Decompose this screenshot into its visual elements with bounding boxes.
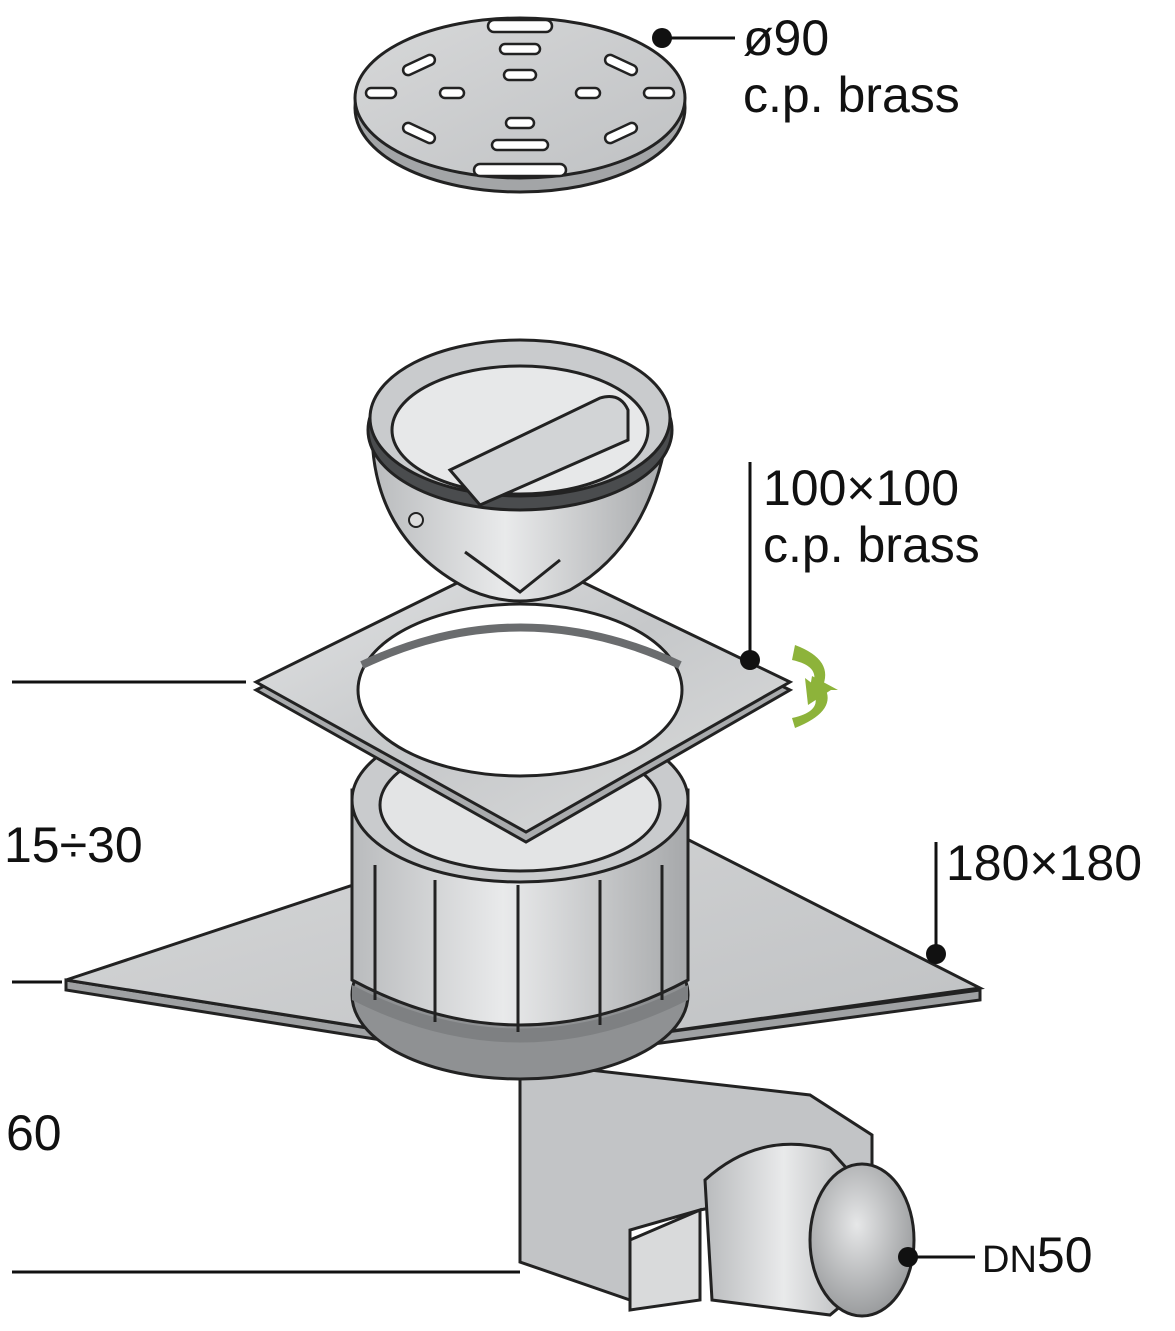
outlet-pipe [518, 1060, 916, 1318]
grate [353, 16, 687, 194]
leader-dots [652, 28, 946, 1267]
outlet-number: 50 [1037, 1227, 1093, 1283]
leader-lines [12, 36, 975, 1274]
outlet-prefix: DN [982, 1239, 1037, 1281]
outlet-size-label: DN50 [982, 1227, 1093, 1283]
frame-size-label: 100×100 [763, 460, 959, 516]
base-size-label: 180×180 [946, 835, 1142, 891]
rotate-arrows-icon [792, 645, 838, 728]
siphon-cup [366, 338, 674, 603]
frame-material-label: c.p. brass [763, 517, 980, 573]
grate-size-label: ø90 [743, 10, 829, 66]
frame-plate [252, 550, 794, 844]
grate-material-label: c.p. brass [743, 67, 960, 123]
height-range-label: 15÷30 [4, 817, 143, 873]
body-height-label: 60 [6, 1105, 62, 1161]
